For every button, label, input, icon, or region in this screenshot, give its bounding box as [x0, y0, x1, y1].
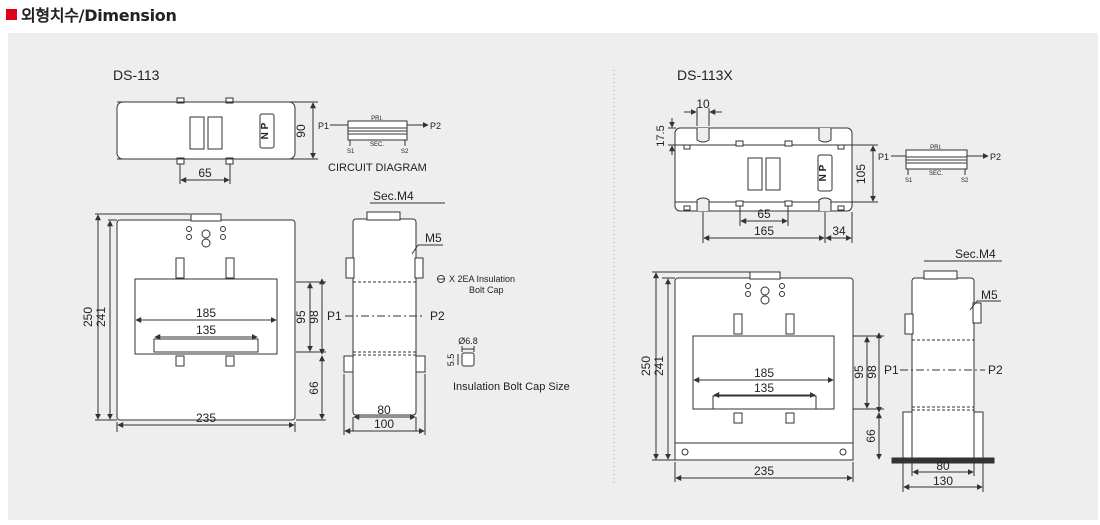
- ds113-height-98: 98: [307, 310, 321, 324]
- ds113x-circuit-s2: S2: [961, 178, 969, 184]
- ds113x-height-250: 250: [639, 356, 653, 376]
- ds113-circuit-s2: S2: [401, 149, 409, 155]
- ds113-circuit-caption: CIRCUIT DIAGRAM: [328, 162, 427, 174]
- ds113x-circuit-pri: PRI.: [930, 145, 942, 151]
- section-title: 외형치수/Dimension: [21, 6, 177, 25]
- red-square-icon: [6, 8, 17, 20]
- ds113x-width-135: 135: [754, 381, 774, 395]
- ds113x-height-95: 95: [852, 365, 866, 379]
- ds113x-height-105: 105: [854, 164, 868, 184]
- ds113-side-p1: P1: [327, 309, 342, 323]
- ds113-circuit-sec: SEC.: [370, 142, 384, 148]
- ds113-width-100: 100: [374, 417, 394, 431]
- ds113x-height-241: 241: [652, 356, 666, 376]
- ds113x-circuit-sec: SEC.: [929, 171, 943, 177]
- ds113x-side-view: [853, 260, 1002, 492]
- ds113x-width-235: 235: [754, 464, 774, 478]
- ds113-width-235: 235: [196, 411, 216, 425]
- ds113-front-view: [95, 213, 296, 432]
- ds113-width-80: 80: [377, 403, 391, 417]
- ds113x-model-label: DS-113X: [677, 67, 733, 83]
- ds113-sec-m4: Sec.M4: [373, 189, 414, 203]
- ds113x-height-66: 66: [864, 429, 878, 443]
- ds113x-top-view: [668, 108, 878, 243]
- bolt-cap-note-2: Bolt Cap: [469, 285, 504, 295]
- ds113x-circuit-s1: S1: [905, 178, 913, 184]
- ds113-circuit-pri: PRI.: [371, 116, 383, 122]
- ds113x-height-98: 98: [865, 365, 879, 379]
- ds113-side-view: [296, 202, 445, 435]
- section-header: 외형치수/Dimension: [6, 2, 177, 26]
- ds113-circuit-diagram: [330, 120, 429, 146]
- ds113x-dim-17-5: 17.5: [655, 125, 667, 146]
- ds113-circuit-p2: P2: [430, 121, 441, 131]
- ds113x-np-label: N P: [818, 164, 829, 181]
- ds113-height-66: 66: [307, 381, 321, 395]
- ds113-circuit-p1: P1: [318, 121, 329, 131]
- ds113x-side-p1: P1: [884, 363, 899, 377]
- ds113-width-185: 185: [196, 306, 216, 320]
- ds113x-front-view: [652, 271, 854, 482]
- ds113-circuit-s1: S1: [347, 149, 355, 155]
- bolt-cap-detail: [437, 275, 475, 367]
- ds113-top-view: [116, 97, 318, 184]
- ds113-width-65: 65: [198, 166, 212, 180]
- bolt-cap-caption: Insulation Bolt Cap Size: [453, 381, 570, 393]
- ds113-height-90: 90: [294, 124, 308, 138]
- bolt-cap-note: X 2EA Insulation: [449, 274, 515, 284]
- ds113-height-250: 250: [81, 307, 95, 327]
- ds113-height-95: 95: [294, 310, 308, 324]
- ds113-model-label: DS-113: [113, 67, 160, 83]
- ds113-m5: M5: [425, 231, 442, 245]
- ds113x-width-165: 165: [754, 224, 774, 238]
- ds113x-circuit-p2: P2: [990, 152, 1001, 162]
- ds113x-width-34: 34: [832, 224, 846, 238]
- ds113x-side-p2: P2: [988, 363, 1003, 377]
- ds113x-width-80: 80: [936, 459, 950, 473]
- ds113-width-135: 135: [196, 323, 216, 337]
- ds113-height-241: 241: [94, 307, 108, 327]
- ds113x-circuit-p1: P1: [878, 152, 889, 162]
- ds113x-sec-m4: Sec.M4: [955, 247, 996, 261]
- ds113x-width-130: 130: [933, 474, 953, 488]
- ds113x-slot-10: 10: [696, 97, 710, 111]
- bolt-cap-height: 5.5: [446, 354, 456, 367]
- ds113x-m5: M5: [981, 288, 998, 302]
- ds113x-width-185: 185: [754, 366, 774, 380]
- ds113-side-p2: P2: [430, 309, 445, 323]
- ds113x-circuit-diagram: [891, 149, 989, 175]
- ds113-np-label: N P: [260, 122, 271, 139]
- ds113x-width-65: 65: [757, 207, 771, 221]
- bolt-cap-diameter: Ø6.8: [458, 336, 478, 346]
